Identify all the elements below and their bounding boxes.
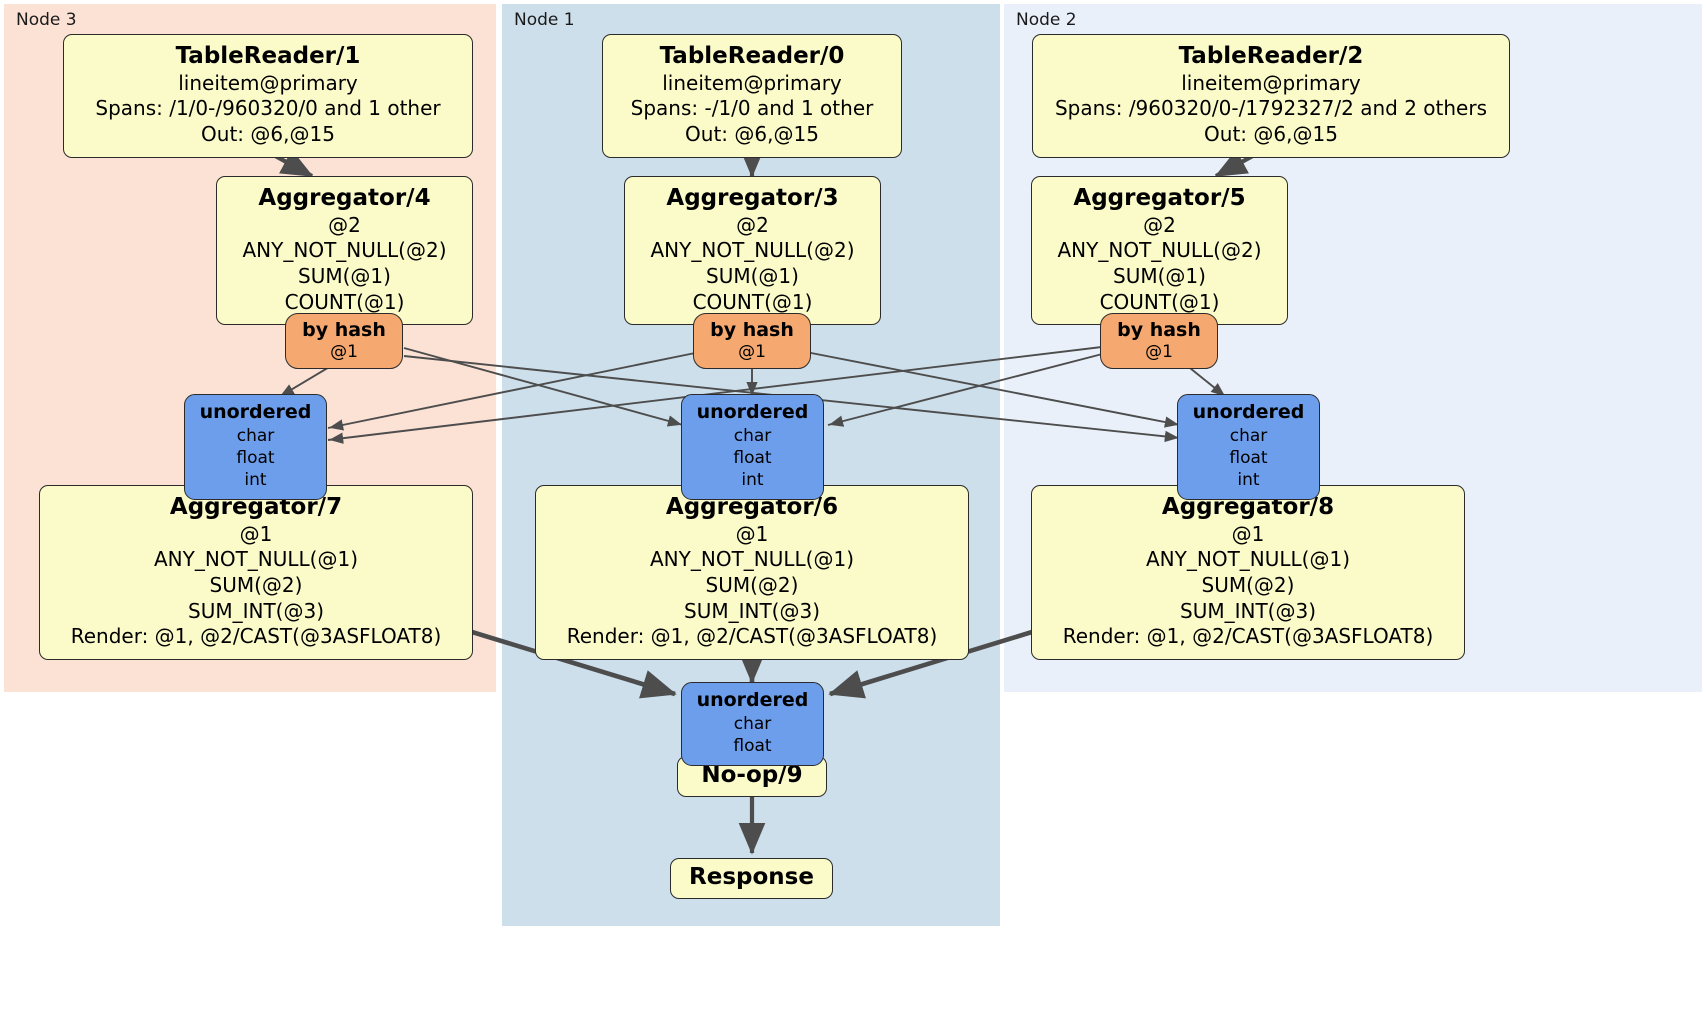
processor-line: ANY_NOT_NULL(@2) bbox=[242, 238, 447, 263]
processor-response[interactable]: Response bbox=[670, 858, 833, 899]
processor-table-reader-1[interactable]: TableReader/1 lineitem@primary Spans: /1… bbox=[63, 34, 473, 158]
processor-line: ANY_NOT_NULL(@2) bbox=[650, 238, 855, 263]
processor-line: COUNT(@1) bbox=[284, 289, 405, 314]
synchronizer-title: unordered bbox=[696, 401, 809, 423]
synchronizer-line: float bbox=[733, 735, 772, 756]
processor-line: ANY_NOT_NULL(@1) bbox=[154, 547, 358, 572]
synchronizer-unordered-right[interactable]: unordered char float int bbox=[1177, 394, 1320, 501]
synchronizer-title: unordered bbox=[1192, 401, 1305, 423]
processor-line: Spans: -/1/0 and 1 other bbox=[630, 96, 874, 121]
node-panel-label-node3: Node 3 bbox=[16, 10, 77, 30]
router-title: by hash bbox=[710, 319, 794, 341]
processor-line: COUNT(@1) bbox=[692, 289, 813, 314]
processor-aggregator-5[interactable]: Aggregator/5 @2 ANY_NOT_NULL(@2) SUM(@1)… bbox=[1031, 176, 1288, 326]
router-line: @1 bbox=[738, 341, 766, 362]
processor-title: TableReader/0 bbox=[659, 43, 845, 69]
processor-table-reader-0[interactable]: TableReader/0 lineitem@primary Spans: -/… bbox=[602, 34, 902, 158]
processor-table-reader-2[interactable]: TableReader/2 lineitem@primary Spans: /9… bbox=[1032, 34, 1510, 158]
processor-line: lineitem@primary bbox=[1181, 70, 1361, 95]
processor-title: TableReader/1 bbox=[175, 43, 361, 69]
processor-line: Out: @6,@15 bbox=[201, 121, 335, 146]
processor-line: ANY_NOT_NULL(@1) bbox=[1146, 547, 1350, 572]
synchronizer-line: int bbox=[244, 469, 267, 490]
processor-line: SUM(@1) bbox=[706, 263, 799, 288]
synchronizer-line: char bbox=[733, 425, 772, 446]
router-by-hash-left[interactable]: by hash @1 bbox=[285, 313, 403, 370]
synchronizer-title: unordered bbox=[696, 689, 809, 711]
synchronizer-unordered-center[interactable]: unordered char float int bbox=[681, 394, 824, 501]
synchronizer-line: int bbox=[1237, 469, 1260, 490]
node-panel-label-node1: Node 1 bbox=[514, 10, 575, 30]
synchronizer-line: float bbox=[733, 447, 772, 468]
router-line: @1 bbox=[330, 341, 358, 362]
processor-line: @2 bbox=[1143, 212, 1176, 237]
processor-line: Spans: /960320/0-/1792327/2 and 2 others bbox=[1054, 96, 1487, 121]
processor-line: SUM(@1) bbox=[298, 263, 391, 288]
processor-title: Aggregator/5 bbox=[1073, 185, 1246, 211]
processor-title: Aggregator/4 bbox=[258, 185, 431, 211]
processor-title: Aggregator/3 bbox=[666, 185, 839, 211]
processor-title: TableReader/2 bbox=[1178, 43, 1364, 69]
processor-line: @1 bbox=[735, 521, 769, 546]
processor-line: COUNT(@1) bbox=[1099, 289, 1220, 314]
processor-line: SUM(@2) bbox=[209, 572, 303, 597]
processor-line: @2 bbox=[328, 212, 361, 237]
processor-line: SUM_INT(@3) bbox=[188, 598, 324, 623]
router-title: by hash bbox=[302, 319, 386, 341]
processor-line: SUM(@2) bbox=[1201, 572, 1295, 597]
processor-aggregator-3[interactable]: Aggregator/3 @2 ANY_NOT_NULL(@2) SUM(@1)… bbox=[624, 176, 881, 326]
router-line: @1 bbox=[1145, 341, 1173, 362]
processor-aggregator-7[interactable]: Aggregator/7 @1 ANY_NOT_NULL(@1) SUM(@2)… bbox=[39, 485, 473, 660]
synchronizer-title: unordered bbox=[199, 401, 312, 423]
processor-line: @1 bbox=[239, 521, 273, 546]
processor-line: Render: @1, @2/CAST(@3ASFLOAT8) bbox=[1062, 624, 1434, 649]
processor-line: lineitem@primary bbox=[178, 70, 358, 95]
processor-line: lineitem@primary bbox=[662, 70, 842, 95]
processor-line: Out: @6,@15 bbox=[1204, 121, 1338, 146]
processor-line: SUM_INT(@3) bbox=[1180, 598, 1316, 623]
processor-aggregator-4[interactable]: Aggregator/4 @2 ANY_NOT_NULL(@2) SUM(@1)… bbox=[216, 176, 473, 326]
synchronizer-line: float bbox=[236, 447, 275, 468]
router-by-hash-center[interactable]: by hash @1 bbox=[693, 313, 811, 370]
synchronizer-line: char bbox=[236, 425, 275, 446]
processor-line: Render: @1, @2/CAST(@3ASFLOAT8) bbox=[566, 624, 938, 649]
processor-line: @2 bbox=[736, 212, 769, 237]
processor-line: Render: @1, @2/CAST(@3ASFLOAT8) bbox=[70, 624, 442, 649]
synchronizer-line: float bbox=[1229, 447, 1268, 468]
processor-line: SUM(@2) bbox=[705, 572, 799, 597]
processor-title: Response bbox=[689, 864, 814, 890]
synchronizer-unordered-left[interactable]: unordered char float int bbox=[184, 394, 327, 501]
router-by-hash-right[interactable]: by hash @1 bbox=[1100, 313, 1218, 370]
node-panel-label-node2: Node 2 bbox=[1016, 10, 1077, 30]
processor-title: No-op/9 bbox=[701, 762, 803, 788]
processor-line: Out: @6,@15 bbox=[685, 121, 819, 146]
processor-line: Spans: /1/0-/960320/0 and 1 other bbox=[95, 96, 441, 121]
router-title: by hash bbox=[1117, 319, 1201, 341]
synchronizer-unordered-final[interactable]: unordered char float bbox=[681, 682, 824, 766]
processor-line: SUM(@1) bbox=[1113, 263, 1206, 288]
processor-line: ANY_NOT_NULL(@2) bbox=[1057, 238, 1262, 263]
synchronizer-line: int bbox=[741, 469, 764, 490]
synchronizer-line: char bbox=[1229, 425, 1268, 446]
processor-line: SUM_INT(@3) bbox=[684, 598, 820, 623]
processor-aggregator-6[interactable]: Aggregator/6 @1 ANY_NOT_NULL(@1) SUM(@2)… bbox=[535, 485, 969, 660]
processor-line: ANY_NOT_NULL(@1) bbox=[650, 547, 854, 572]
processor-line: @1 bbox=[1231, 521, 1265, 546]
processor-aggregator-8[interactable]: Aggregator/8 @1 ANY_NOT_NULL(@1) SUM(@2)… bbox=[1031, 485, 1465, 660]
synchronizer-line: char bbox=[733, 713, 772, 734]
